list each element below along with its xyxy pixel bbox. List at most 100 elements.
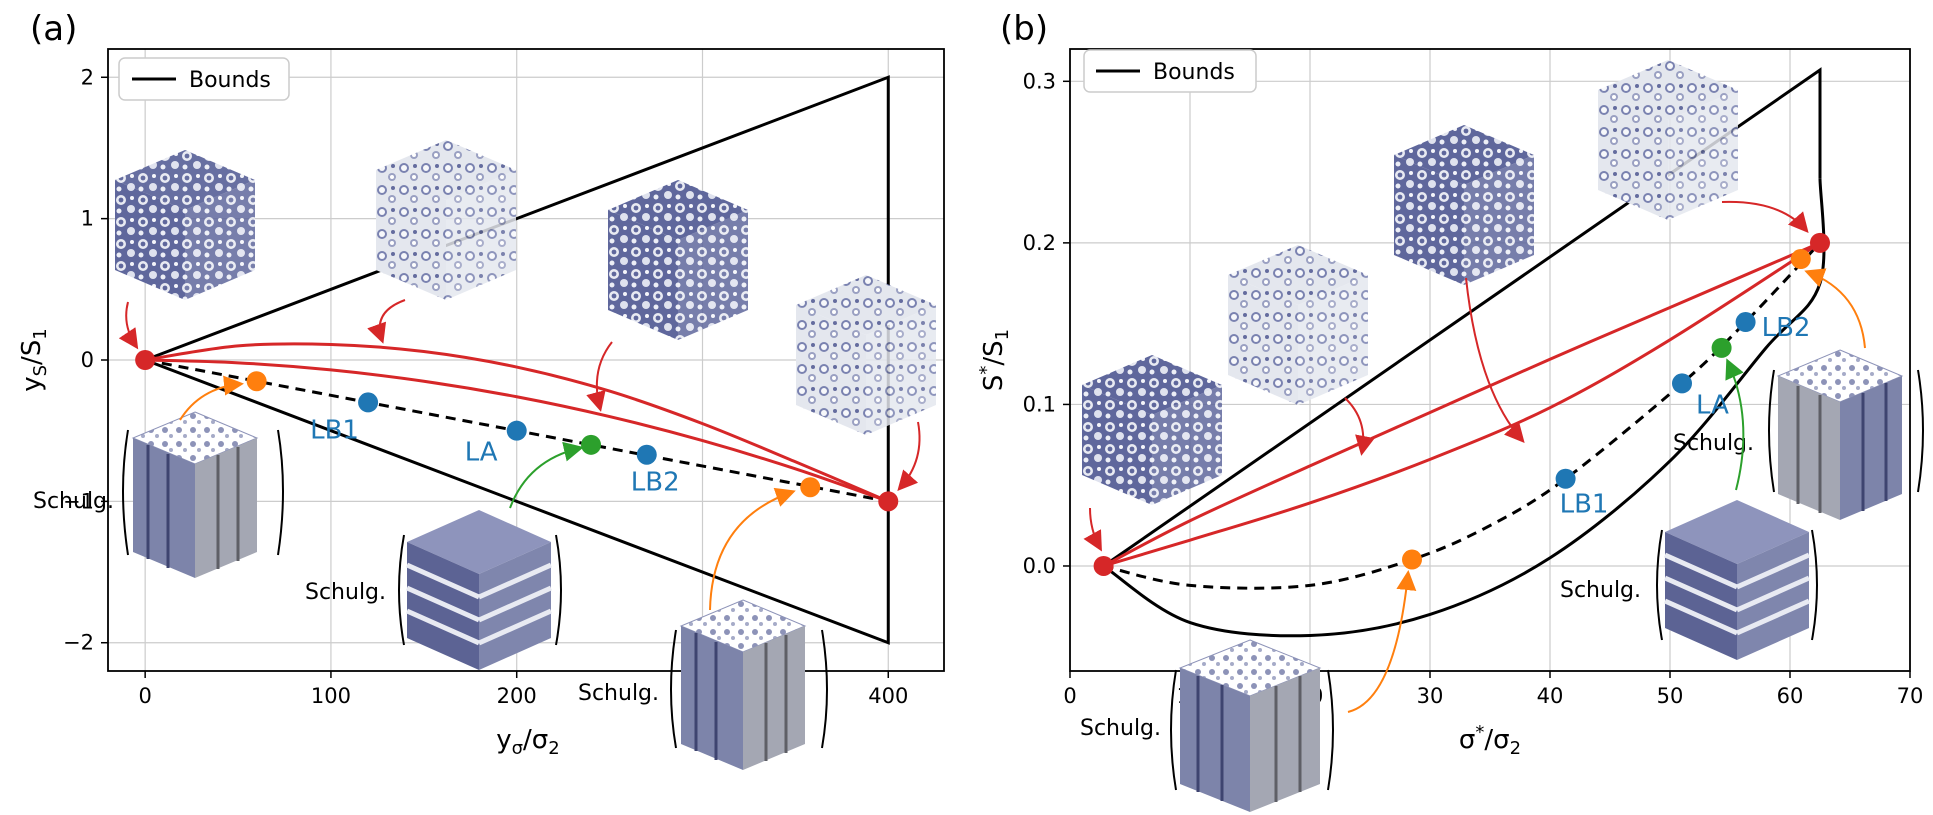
laminate-stack-icon <box>405 510 553 670</box>
data-point-green <box>1711 337 1732 358</box>
point-label-lb2: LB2 <box>1762 313 1811 343</box>
x-tick-label: 70 <box>1897 684 1924 708</box>
microstructure-cube-icon <box>115 150 255 300</box>
y-tick-label: 0.3 <box>1023 69 1056 93</box>
y-tick-label: −1 <box>63 489 94 513</box>
ticks-b: 0102030405060700.00.10.20.3 <box>1023 69 1924 708</box>
x-tick-label: 30 <box>1417 684 1444 708</box>
point-label-lb1: LB1 <box>1560 490 1609 520</box>
data-point-green <box>581 434 602 455</box>
microstructure-cube-icon <box>1598 60 1738 220</box>
red-curve-a-upper <box>144 342 889 503</box>
arrow-a-red-1 <box>118 301 139 350</box>
data-point-orange <box>800 477 821 498</box>
x-tick-label: 200 <box>497 684 537 708</box>
microstructure-cube-icon <box>1082 355 1222 505</box>
data-point-orange <box>246 371 267 392</box>
data-point-red <box>135 350 156 370</box>
arrow-b-green <box>1725 358 1745 491</box>
x-tick-label: 40 <box>1537 684 1564 708</box>
microstructure-cube-icon <box>608 180 748 340</box>
fiber-composite-icon <box>679 599 807 770</box>
laminate-stack-icon <box>1663 500 1811 660</box>
microstructure-cube-icon <box>796 275 936 435</box>
data-point-blue <box>1672 373 1692 394</box>
legend-b: Bounds <box>1083 49 1257 93</box>
data-point-red <box>1093 555 1114 576</box>
arrow-b-orange-2 <box>1804 268 1866 349</box>
y-tick-label: 0.2 <box>1023 231 1056 255</box>
schulgasser-label: Schulg. <box>1673 431 1754 456</box>
x-tick-label: 100 <box>311 684 351 708</box>
panel-b: (b) 0102030405060700.00.10.20.3 σ*/σ2 S*… <box>976 9 1924 812</box>
arrow-b-orange-1 <box>1347 570 1417 713</box>
y-tick-label: 0 <box>81 348 94 372</box>
plot-area-a <box>144 75 890 645</box>
microstructure-cube-icon <box>1394 125 1534 285</box>
plot-area-b <box>1102 67 1826 638</box>
x-tick-label: 0 <box>1063 684 1076 708</box>
point-label-la: LA <box>1696 390 1729 420</box>
point-label-lb2: LB2 <box>631 468 680 498</box>
data-point-red <box>878 491 899 512</box>
schulgasser-label: Schulg. <box>1560 578 1641 603</box>
fiber-composite-icon <box>1178 639 1322 812</box>
schulgasser-label: Schulg. <box>33 489 114 514</box>
red-curve-b-lower <box>1103 241 1821 568</box>
legend-a: Bounds <box>118 57 290 101</box>
y-axis-label-b: S*/S1 <box>976 329 1013 391</box>
fiber-composite-icon <box>1776 349 1904 520</box>
y-tick-label: 0.0 <box>1023 554 1056 578</box>
data-point-blue <box>1555 468 1576 489</box>
data-point-blue <box>636 444 657 465</box>
schulgasser-label: Schulg. <box>305 580 386 605</box>
y-tick-label: 1 <box>81 207 94 231</box>
y-tick-label: 0.1 <box>1023 392 1056 416</box>
arrow-b-red-3 <box>1465 277 1525 444</box>
red-curve-b-upper <box>1102 241 1821 568</box>
arrow-a-green <box>509 441 584 509</box>
legend-a-entry: Bounds <box>189 68 271 93</box>
point-label-la: LA <box>465 438 498 468</box>
data-point-blue <box>358 392 379 413</box>
point-label-lb1: LB1 <box>310 415 359 445</box>
schulgasser-label: Schulg. <box>1080 716 1161 741</box>
arrow-a-orange-2 <box>709 487 796 611</box>
bounds-line-b <box>1102 67 1822 568</box>
microstructure-cube-icon <box>1228 245 1368 405</box>
panel-b-label: (b) <box>1000 9 1048 49</box>
arrow-a-red-2 <box>367 299 406 344</box>
arrow-a-orange-1 <box>179 375 244 421</box>
data-point-orange <box>1402 549 1422 570</box>
x-tick-label: 50 <box>1657 684 1684 708</box>
data-point-blue <box>506 420 527 441</box>
data-point-red <box>1810 232 1830 253</box>
x-tick-label: 0 <box>138 684 151 708</box>
panel-a-label: (a) <box>30 9 77 49</box>
x-tick-label: 400 <box>868 684 908 708</box>
points-b: LB1 LA LB2 <box>1093 232 1830 576</box>
axes-frame-b <box>1069 48 1911 672</box>
legend-b-entry: Bounds <box>1153 60 1235 85</box>
lower-bound-curve-b <box>1102 178 1826 638</box>
y-tick-label: −2 <box>63 631 94 655</box>
y-tick-label: 2 <box>81 65 94 89</box>
fiber-composite-icon <box>131 411 259 578</box>
x-tick-label: 60 <box>1777 684 1804 708</box>
microstructure-cube-icon <box>376 140 516 300</box>
x-axis-label-b: σ*/σ2 <box>1459 722 1521 759</box>
red-curve-a-lower <box>145 358 889 503</box>
arrow-b-red-1 <box>1083 507 1102 552</box>
arrow-b-red-2 <box>1344 397 1375 456</box>
arrow-a-red-3 <box>586 341 613 412</box>
data-point-orange <box>1790 249 1811 270</box>
data-point-blue <box>1735 312 1756 333</box>
arrow-a-red-4 <box>897 421 921 491</box>
schulgasser-label: Schulg. <box>578 681 659 706</box>
x-axis-label-a: yσ/σ2 <box>496 725 560 759</box>
arrow-b-red-4 <box>1721 200 1809 234</box>
y-axis-label-a: yS/S1 <box>17 328 51 392</box>
